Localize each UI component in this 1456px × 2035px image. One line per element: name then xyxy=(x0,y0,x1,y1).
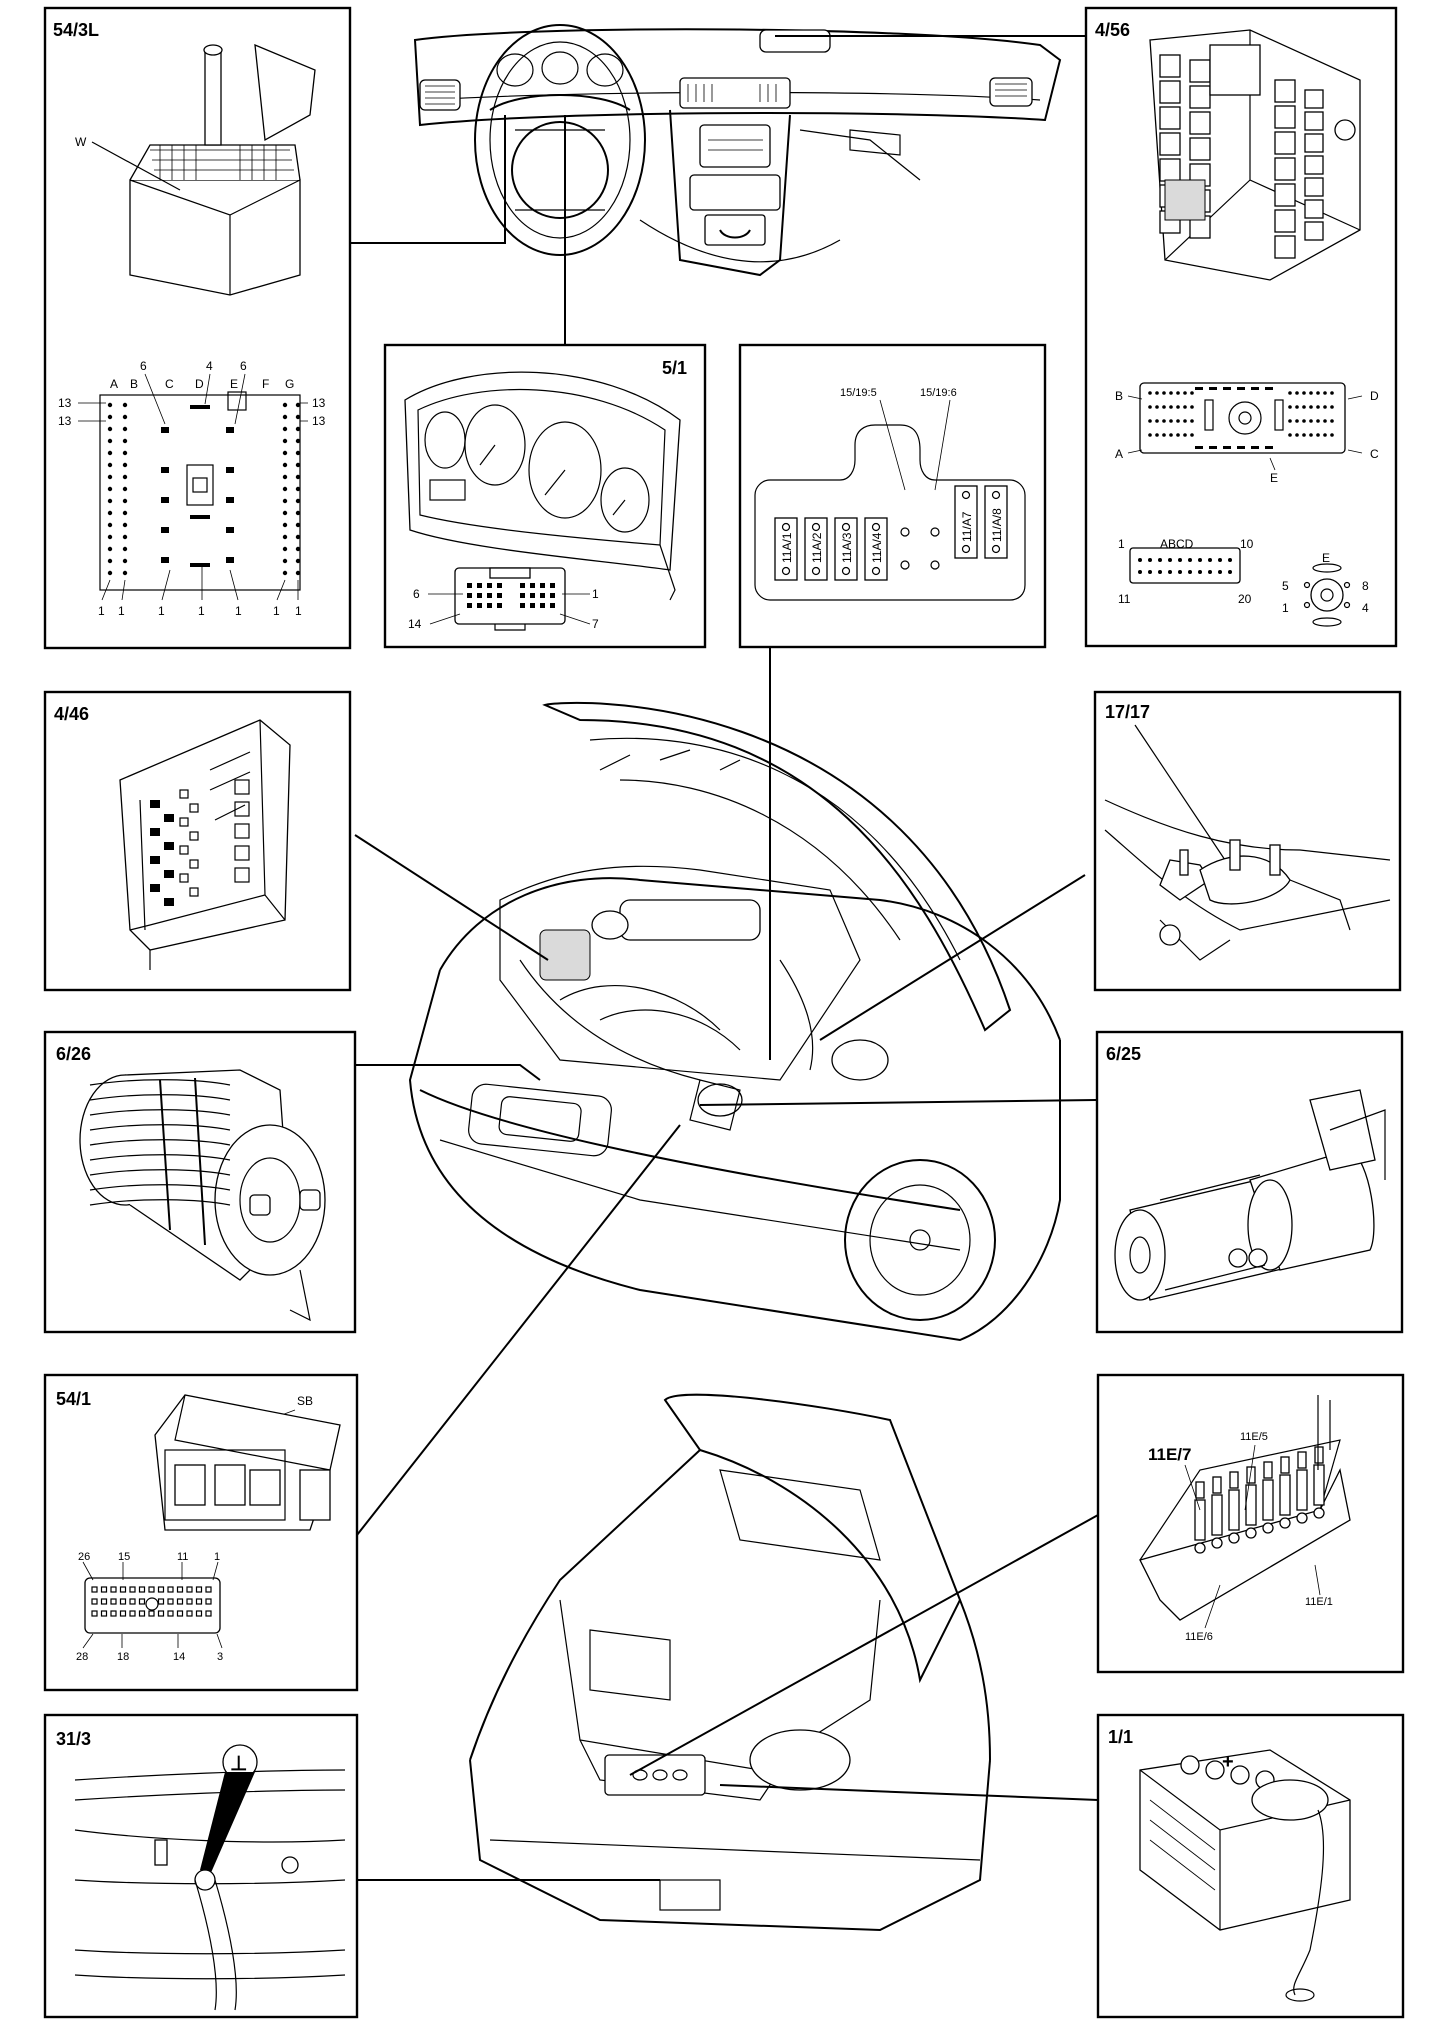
panel-label: 31/3 xyxy=(56,1729,91,1749)
panel-31-3: 31/3 ⊥ xyxy=(43,1713,359,2019)
svg-text:7: 7 xyxy=(592,617,599,631)
panel-54-1: 54/1 SB 26 15 11 1 28 18 14 3 xyxy=(43,1373,359,1692)
panel-label: 4/46 xyxy=(54,704,89,724)
panel-6-26: 6/26 xyxy=(43,1030,357,1334)
svg-text:3: 3 xyxy=(217,1651,223,1663)
pin-letter-label: B xyxy=(130,377,138,391)
callout-sb: SB xyxy=(297,1394,313,1408)
leader-lines xyxy=(350,35,1099,1881)
svg-text:5: 5 xyxy=(1282,579,1289,593)
fuse xyxy=(954,485,978,559)
panel-1-1-battery: 1/1 + - xyxy=(1096,1713,1405,2019)
svg-text:11E/7: 11E/7 xyxy=(1148,1445,1192,1464)
fuse-label: 11A/4 xyxy=(870,532,884,563)
panel-label: 6/25 xyxy=(1106,1044,1141,1064)
panel-label: 54/3L xyxy=(53,20,99,40)
pin-label: 1 xyxy=(158,604,165,618)
pin-label: 1 xyxy=(118,604,125,618)
svg-text:6: 6 xyxy=(413,587,420,601)
car-front-engine-bay-illustration xyxy=(408,701,1061,1342)
pin-label: 13 xyxy=(58,396,72,410)
car-rear-trunk-illustration xyxy=(469,1393,991,1932)
svg-text:15: 15 xyxy=(118,1551,130,1563)
pin-label: 1 xyxy=(295,604,302,618)
svg-text:26: 26 xyxy=(78,1551,90,1563)
fuse-top-label: 15/19:5 xyxy=(840,387,877,399)
pin-label: 4 xyxy=(206,359,213,373)
fuse xyxy=(834,517,858,581)
callout-w: W xyxy=(75,135,87,149)
fuse-label: 11A/2 xyxy=(810,532,824,563)
svg-text:1: 1 xyxy=(214,1551,220,1563)
svg-text:14: 14 xyxy=(173,1651,185,1663)
panel-label: 6/26 xyxy=(56,1044,91,1064)
svg-text:1: 1 xyxy=(1282,601,1289,615)
pin-label: 13 xyxy=(312,396,326,410)
pin-label: 1 xyxy=(98,604,105,618)
svg-text:ABCD: ABCD xyxy=(1160,537,1194,551)
fuse-top-label: 15/19:6 xyxy=(920,387,957,399)
svg-text:A: A xyxy=(1115,447,1123,461)
fuse xyxy=(984,485,1008,559)
svg-text:11E/6: 11E/6 xyxy=(1185,1631,1213,1643)
panel-label: 17/17 xyxy=(1105,702,1150,722)
svg-text:20: 20 xyxy=(1238,592,1252,606)
pin-letter-label: A xyxy=(110,377,118,391)
svg-text:C: C xyxy=(1370,447,1379,461)
panel-label: 1/1 xyxy=(1108,1727,1133,1747)
panel-17-17: 17/17 xyxy=(1093,690,1402,992)
pin-label: 13 xyxy=(312,414,326,428)
panel-4-46: 4/46 xyxy=(43,690,352,992)
panel-fusebox-11A: 15/19:5 15/19:6 11A/1 11A/2 11A/3 11A/4 11/A… xyxy=(738,343,1047,649)
svg-text:28: 28 xyxy=(76,1651,88,1663)
fuse-label: 11A/3 xyxy=(840,532,854,563)
pin-label: 1 xyxy=(235,604,242,618)
fuse-label: 11/A7 xyxy=(960,511,974,542)
svg-text:1: 1 xyxy=(592,587,599,601)
panel-11E-fuse-block: 11E/7 11E/5 11E/1 11E/6 xyxy=(1096,1373,1405,1674)
svg-text:11E/1: 11E/1 xyxy=(1305,1596,1333,1608)
svg-text:⊥: ⊥ xyxy=(230,1753,247,1775)
pin-label: 6 xyxy=(240,359,247,373)
pin-label: 1 xyxy=(198,604,205,618)
pin-letter-label: D xyxy=(195,377,204,391)
pin-label: 6 xyxy=(140,359,147,373)
panel-6-25: 6/25 xyxy=(1095,1030,1404,1334)
svg-text:4: 4 xyxy=(1362,601,1369,615)
panel-label: 4/56 xyxy=(1095,20,1130,40)
svg-text:8: 8 xyxy=(1362,579,1369,593)
svg-text:11: 11 xyxy=(177,1551,188,1563)
fuse xyxy=(804,517,828,581)
pin-letter-label: E xyxy=(230,377,238,391)
panel-5-1: 5/1 6 1 14 7 xyxy=(383,343,707,649)
svg-text:14: 14 xyxy=(408,617,422,631)
svg-text:11E/5: 11E/5 xyxy=(1240,1431,1268,1443)
pin-letter-label: C xyxy=(165,377,174,391)
fuse xyxy=(864,517,888,581)
svg-text:18: 18 xyxy=(117,1651,129,1663)
svg-text:E: E xyxy=(1322,551,1330,565)
panel-label: 54/1 xyxy=(56,1389,91,1409)
pin-letter-label: G xyxy=(285,377,294,391)
pin-letter-label: F xyxy=(262,377,269,391)
svg-text:1: 1 xyxy=(1118,537,1125,551)
dashboard-illustration xyxy=(413,24,1062,277)
panel-label: 5/1 xyxy=(662,358,687,378)
svg-text:E: E xyxy=(1270,471,1278,485)
svg-text:10: 10 xyxy=(1240,537,1254,551)
fuse xyxy=(774,517,798,581)
pin-label: 1 xyxy=(273,604,280,618)
fuse-label: 11/A/8 xyxy=(990,508,1004,542)
pin-label: 13 xyxy=(58,414,72,428)
svg-text:11: 11 xyxy=(1118,592,1131,606)
svg-text:+: + xyxy=(1222,1751,1234,1773)
panel-4-56: 4/56 B D A C E 1 ABCD 10 11 20 E 5 8 1 xyxy=(1084,6,1398,648)
svg-text:B: B xyxy=(1115,389,1123,403)
svg-text:D: D xyxy=(1370,389,1379,403)
fuse-label: 11A/1 xyxy=(780,532,794,563)
